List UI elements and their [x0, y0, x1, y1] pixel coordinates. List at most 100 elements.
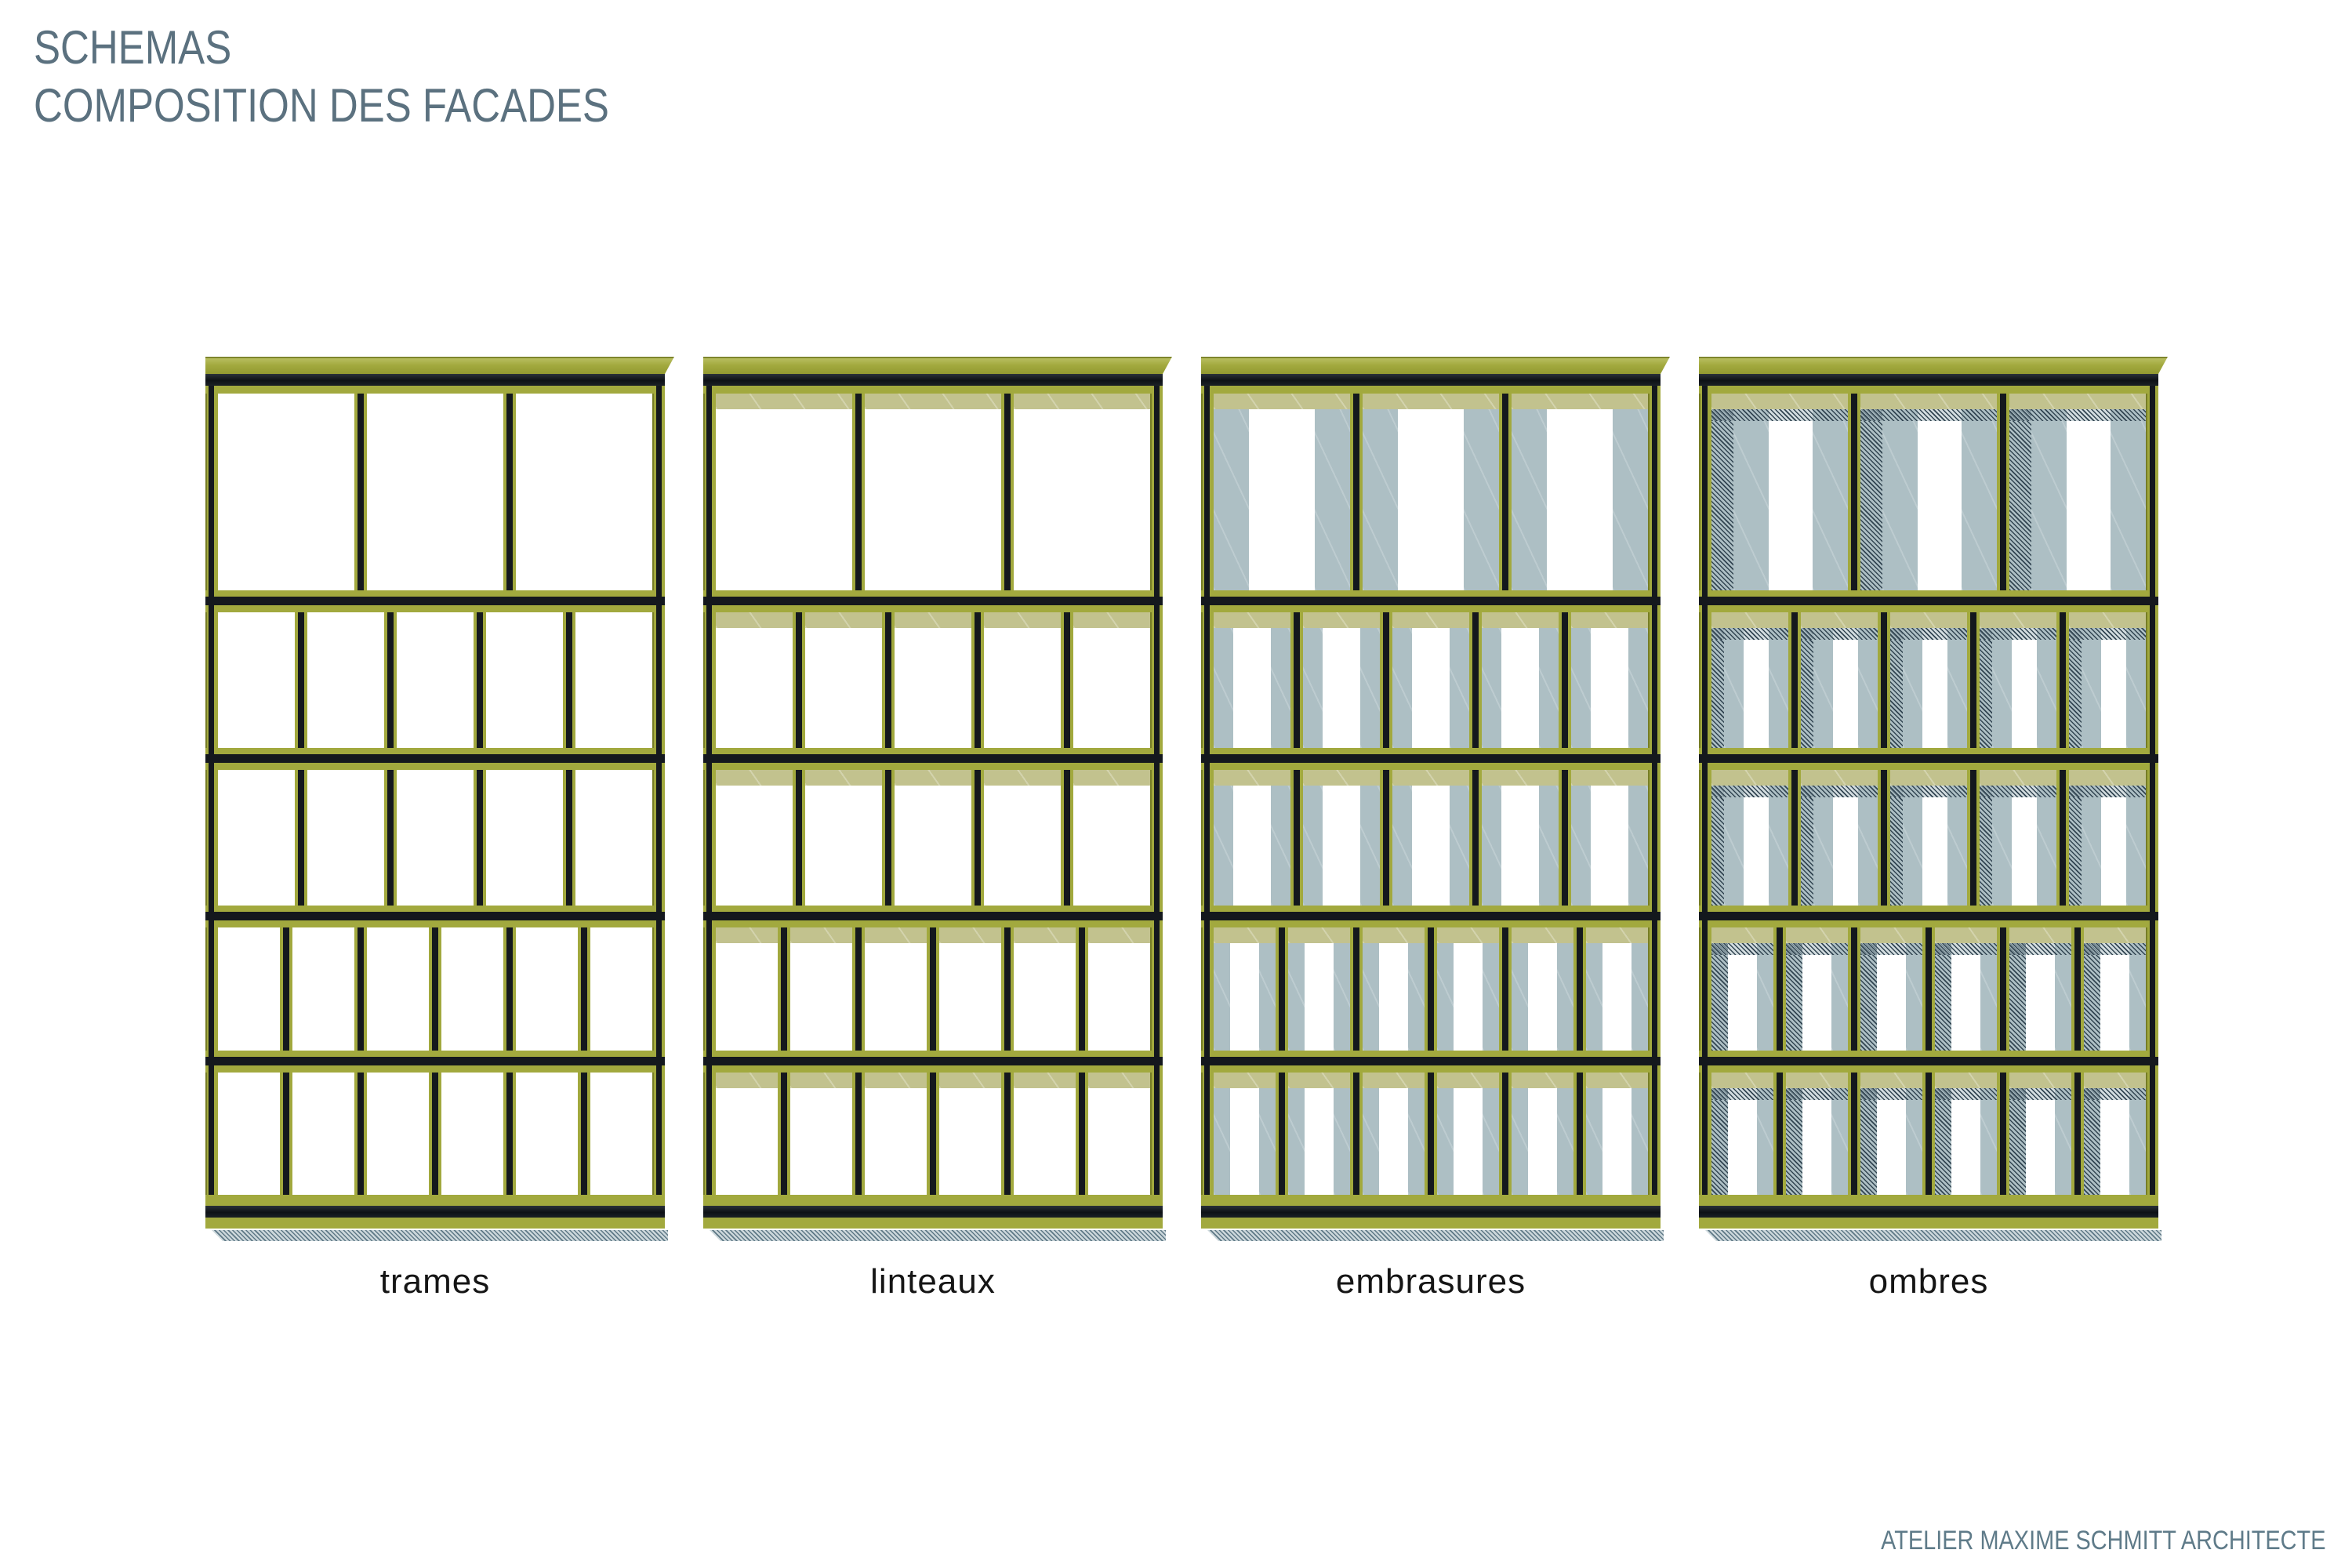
mullion — [1967, 770, 1980, 906]
window-row — [1201, 394, 1661, 590]
reveal-strip-left — [1392, 786, 1412, 906]
mullion — [778, 1073, 790, 1195]
shadow-hatch-band — [1711, 1088, 1773, 1100]
mullion — [354, 394, 367, 590]
floor-rail — [1201, 748, 1661, 770]
shadow-hatch-band — [1890, 628, 1967, 640]
lintel-band — [1214, 927, 1276, 943]
mullion — [2056, 612, 2069, 748]
frame-strip — [703, 386, 1163, 394]
lintel-band — [1711, 927, 1773, 943]
reveal-strip-right — [2129, 943, 2146, 1051]
window-cell — [984, 612, 1061, 748]
mullion — [1559, 612, 1571, 748]
ground-shadow — [710, 1230, 1166, 1241]
reveal-strip-left — [1724, 786, 1744, 906]
reveal-strip-left — [1214, 1088, 1230, 1195]
reveal-strip-right — [1947, 786, 1967, 906]
lintel-band — [1214, 770, 1290, 786]
lintel-band — [1801, 612, 1878, 628]
bottom-frame-bar — [205, 1206, 665, 1218]
floor-rail — [205, 590, 665, 612]
reveal-strip-right — [2055, 943, 2071, 1051]
mullion — [927, 1073, 939, 1195]
shadow-hatch-strip — [1980, 786, 1992, 906]
window-cell — [292, 1073, 354, 1195]
shadow-hatch-strip — [2069, 628, 2082, 748]
frame-strip — [1201, 386, 1661, 394]
reveal-strip-left — [1512, 1088, 1528, 1195]
shadow-hatch-band — [2084, 943, 2146, 955]
reveal-strip-right — [1259, 1088, 1276, 1195]
reveal-strip-left — [1288, 943, 1305, 1051]
shadow-hatch-strip — [2084, 1088, 2100, 1195]
window-cell — [2009, 394, 2146, 590]
window-cell — [1512, 1073, 1573, 1195]
reveal-strip-right — [1483, 1088, 1499, 1195]
bottom-sill — [1201, 1195, 1661, 1206]
window-cell — [307, 770, 384, 906]
reveal-strip-left — [1724, 628, 1744, 748]
lintel-band — [1214, 612, 1290, 628]
lintel-band — [716, 1073, 778, 1088]
lintel-band — [1801, 770, 1878, 786]
bottom-sill — [1699, 1218, 2158, 1229]
mullion — [474, 612, 486, 748]
mullion — [1997, 1073, 2009, 1195]
shadow-hatch-band — [2009, 943, 2071, 955]
window-cell — [397, 770, 474, 906]
mullion — [1350, 927, 1363, 1051]
reveal-strip-right — [1962, 409, 1997, 590]
top-frame-bar — [205, 374, 665, 386]
title-line-1: SCHEMAS — [34, 21, 232, 74]
reveal-strip-left — [1882, 409, 1918, 590]
window-row — [1201, 612, 1661, 748]
lintel-band — [1980, 770, 2056, 786]
window-cell — [1711, 394, 1848, 590]
reveal-strip-left — [1392, 628, 1412, 748]
shadow-hatch-strip — [1860, 1088, 1877, 1195]
mullion — [852, 1073, 865, 1195]
window-row — [1201, 1073, 1661, 1195]
window-cell — [865, 1073, 927, 1195]
shadow-hatch-strip — [1711, 409, 1733, 590]
window-cell — [367, 1073, 429, 1195]
reveal-strip-right — [2037, 786, 2056, 906]
lintel-band — [2084, 1073, 2146, 1088]
frame-core-line-left — [1204, 386, 1210, 1195]
window-cell — [486, 770, 563, 906]
facade-grid — [703, 386, 1163, 1195]
shadow-hatch-band — [2009, 409, 2146, 421]
lintel-band — [939, 1073, 1001, 1088]
window-cell — [805, 612, 882, 748]
lintel-band — [1214, 1073, 1276, 1088]
shadow-hatch-band — [2084, 1088, 2146, 1100]
shadow-hatch-strip — [1801, 628, 1813, 748]
reveal-strip-right — [1858, 628, 1878, 748]
window-cell — [1980, 770, 2056, 906]
window-cell — [895, 612, 971, 748]
mullion — [578, 927, 590, 1051]
mullion — [793, 612, 805, 748]
ground-shadow — [1705, 1230, 2161, 1241]
lintel-band — [1437, 927, 1499, 943]
window-cell — [307, 612, 384, 748]
reveal-strip-left — [1813, 786, 1833, 906]
window-cell — [1437, 927, 1499, 1051]
lintel-band — [1512, 1073, 1573, 1088]
window-cell — [1786, 927, 1848, 1051]
bottom-frame-bar — [1699, 1206, 2158, 1218]
shadow-hatch-strip — [2084, 943, 2100, 1051]
mullion — [503, 927, 516, 1051]
window-cell — [590, 927, 652, 1051]
shadow-hatch-band — [1711, 786, 1788, 797]
lintel-band — [1392, 770, 1469, 786]
window-cell — [1890, 612, 1967, 748]
mullion — [1559, 770, 1571, 906]
window-cell — [1288, 927, 1350, 1051]
reveal-strip-right — [1360, 628, 1380, 748]
lintel-band — [865, 1073, 927, 1088]
facade-grid — [1699, 386, 2158, 1195]
window-cell — [441, 1073, 503, 1195]
window-cell — [790, 1073, 852, 1195]
